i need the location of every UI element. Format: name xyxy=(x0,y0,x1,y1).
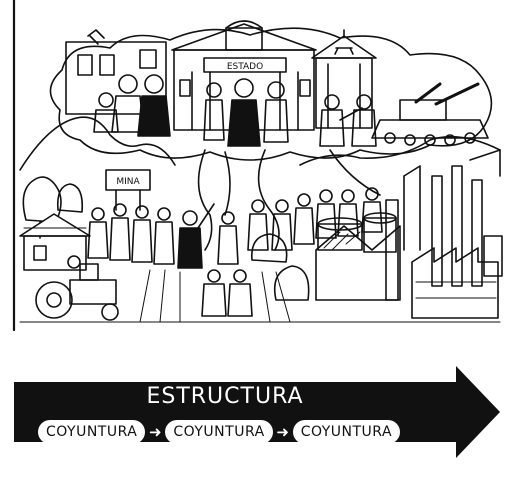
mine-sign xyxy=(105,169,151,211)
crowd xyxy=(87,187,383,317)
farm-house xyxy=(19,213,91,271)
left-hills xyxy=(19,116,176,171)
arrow-icon: ➜ xyxy=(149,423,162,441)
stage-sequence: COYUNTURA ➜ COYUNTURA ➜ COYUNTURA xyxy=(38,419,401,445)
factory xyxy=(315,199,401,301)
upper-cloud xyxy=(49,27,493,161)
stage-pill-1: COYUNTURA xyxy=(38,420,146,444)
stage-pill-2: COYUNTURA xyxy=(165,420,273,444)
elite-figures xyxy=(93,74,377,147)
road-left xyxy=(197,149,213,251)
stage-pill-3: COYUNTURA xyxy=(292,420,401,444)
tank xyxy=(371,82,489,146)
structure-title: ESTRUCTURA xyxy=(146,384,304,409)
mine-sign-label: MINA xyxy=(116,177,140,187)
industrial-complex xyxy=(403,149,503,319)
state-sign: ESTADO xyxy=(227,62,263,72)
bushes xyxy=(251,233,310,301)
society-illustration: ESTADO xyxy=(12,0,503,332)
road-far xyxy=(329,149,381,196)
road-center xyxy=(224,151,231,216)
field-rows xyxy=(139,269,291,323)
arrow-icon: ➜ xyxy=(276,423,289,441)
state-building xyxy=(171,20,317,131)
left-building xyxy=(65,29,167,115)
tractor xyxy=(35,255,119,321)
